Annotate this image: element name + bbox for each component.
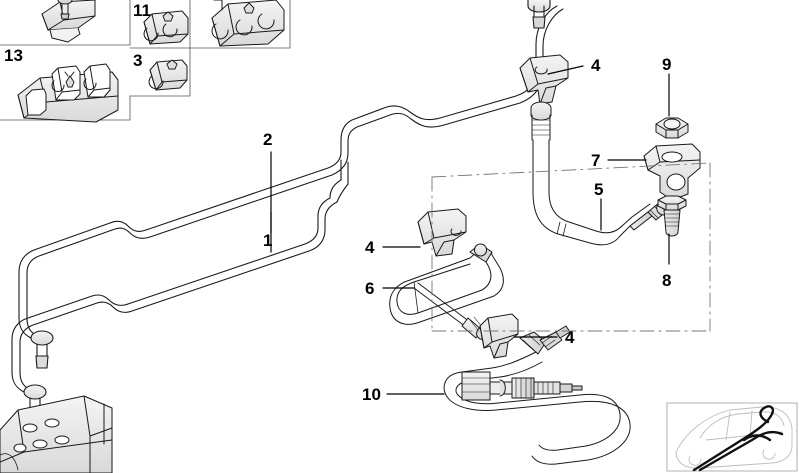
callout-6: 6 <box>365 279 375 298</box>
pipe-2-top-fitting <box>527 0 551 29</box>
part-9-nut <box>655 117 689 139</box>
callout-11: 11 <box>133 1 151 20</box>
callout-2: 2 <box>263 130 273 149</box>
part-4a-bracket <box>519 54 569 105</box>
leader-lines <box>270 65 670 395</box>
part-4b-bracket <box>417 208 467 257</box>
callout-13: 13 <box>4 46 23 65</box>
callout-5: 5 <box>594 180 604 199</box>
part-6-brake-hose-loop <box>389 243 504 347</box>
vehicle-location-inset <box>666 402 798 472</box>
part-11-twin-clip <box>143 10 189 45</box>
callout-9: 9 <box>662 55 672 74</box>
part-1-2-brake-pipes <box>11 0 564 423</box>
callout-10: 10 <box>362 385 381 404</box>
part-10-brake-hose-loop <box>443 325 631 465</box>
inset-box-frames <box>0 0 291 121</box>
abs-hydraulic-unit <box>0 395 113 473</box>
callout-1: 1 <box>263 231 273 250</box>
leader-4a <box>547 65 584 75</box>
callout-7: 7 <box>591 151 601 170</box>
part-3-single-clip <box>148 59 188 91</box>
part-7-holder-plate <box>643 143 701 201</box>
part-8-hex-bolt <box>657 195 687 237</box>
callout-4-top: 4 <box>591 56 601 75</box>
part-5-brake-hose <box>530 101 674 246</box>
section-boundary <box>431 162 711 332</box>
callout-4-middle: 4 <box>365 238 375 257</box>
part-top-right-double-clip <box>211 0 285 47</box>
part-upper-left-bracket <box>41 0 96 43</box>
callout-3: 3 <box>133 51 143 70</box>
part-4c-bracket <box>479 313 519 359</box>
callout-4-lower: 4 <box>565 328 575 347</box>
part-13-multi-clip <box>17 63 119 123</box>
callout-8: 8 <box>662 271 672 290</box>
